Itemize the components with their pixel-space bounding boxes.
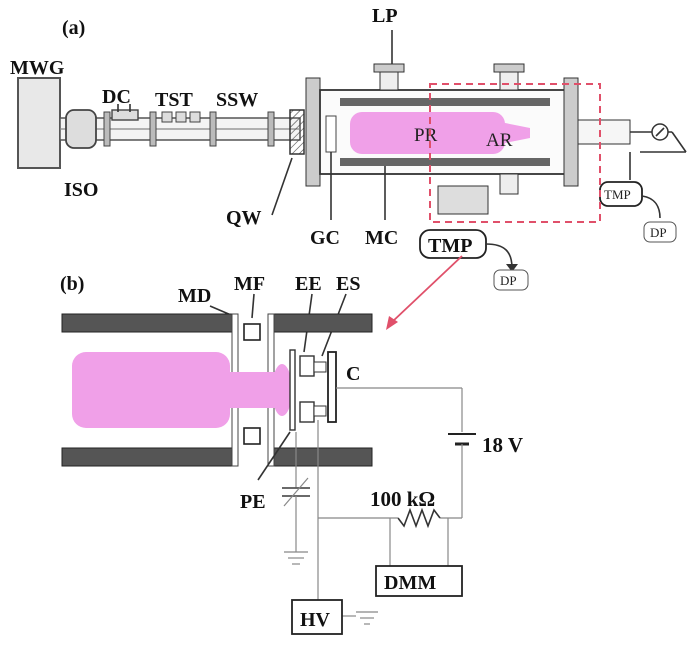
- label-es: ES: [336, 273, 360, 295]
- label-mc: MC: [365, 227, 398, 249]
- plasma-tail: [490, 120, 530, 146]
- extraction-electrode-top: [299, 355, 315, 377]
- gas-cell: [325, 115, 337, 153]
- label-dmm: DMM: [384, 572, 436, 594]
- extraction-electrode-bottom: [299, 401, 315, 423]
- waveguide-line: [59, 104, 301, 149]
- energy-selector-bottom: [313, 405, 327, 417]
- label-dp-main: DP: [500, 273, 517, 288]
- label-mf: MF: [234, 273, 265, 295]
- chamber-wall-bottom-right: [271, 447, 373, 467]
- chamber-wall-top: [61, 313, 233, 333]
- hv-box: [291, 599, 343, 635]
- resistor-symbol: [397, 507, 441, 529]
- panel-b: (b) MD MF EE ES C PE: [60, 273, 523, 635]
- circuit: [282, 387, 476, 625]
- label-ssw: SSW: [216, 89, 258, 111]
- chamber-wall-bottom: [61, 447, 233, 467]
- qw-leader: [271, 157, 293, 216]
- label-dp-side: DP: [650, 225, 667, 240]
- tmp-pipe: [437, 185, 489, 215]
- langmuir-probe-port: [373, 30, 405, 91]
- label-mwg: MWG: [10, 57, 65, 79]
- directional-coupler: [111, 109, 139, 121]
- label-ar: AR: [486, 130, 513, 151]
- plasma-body-b: [72, 352, 230, 428]
- dp-main: [493, 269, 529, 291]
- isolator: [65, 109, 97, 149]
- lower-port: [499, 173, 519, 195]
- label-pr: PR: [414, 125, 438, 146]
- three-stub-tuner: [161, 111, 201, 123]
- label-qw: QW: [226, 207, 262, 229]
- label-hv: HV: [300, 609, 331, 631]
- label-pe: PE: [240, 491, 266, 513]
- upper-port: [499, 69, 519, 91]
- label-iso: ISO: [64, 179, 98, 201]
- label-dc: DC: [102, 86, 131, 108]
- panel-a-tag: (a): [62, 17, 85, 39]
- label-lp: LP: [372, 5, 398, 27]
- dmm-box: [375, 565, 463, 597]
- panel-b-tag: (b): [60, 273, 84, 295]
- plasma-electrode: [289, 349, 296, 431]
- microwave-generator: [17, 77, 61, 169]
- callout-arrow: [391, 255, 463, 323]
- panel-a: (a) MWG DC TST SSW: [10, 5, 687, 330]
- quartz-window: [289, 109, 305, 155]
- magnetic-filter-bottom: [243, 427, 261, 445]
- label-ee: EE: [295, 273, 322, 295]
- collector-plate: [327, 351, 337, 423]
- label-tmp-main: TMP: [428, 235, 472, 257]
- label-md: MD: [178, 285, 211, 307]
- energy-selector-top: [313, 361, 327, 373]
- label-tmp-side: TMP: [604, 187, 631, 202]
- callout-region: [429, 83, 601, 223]
- label-tst: TST: [155, 89, 193, 111]
- label-c: C: [346, 363, 360, 385]
- magnetic-filter-top: [243, 323, 261, 341]
- dp-side: [643, 221, 677, 243]
- plasma-edge-b: [272, 364, 292, 416]
- probe-extension: [577, 119, 687, 180]
- plasma-neck-b: [228, 372, 278, 408]
- plasma-region: [350, 112, 505, 154]
- label-gc: GC: [310, 227, 340, 249]
- label-resistor: 100 kΩ: [370, 487, 435, 511]
- chamber-wall-top-right: [271, 313, 373, 333]
- dp-arrow-side: [641, 195, 661, 219]
- label-voltage: 18 V: [482, 433, 523, 457]
